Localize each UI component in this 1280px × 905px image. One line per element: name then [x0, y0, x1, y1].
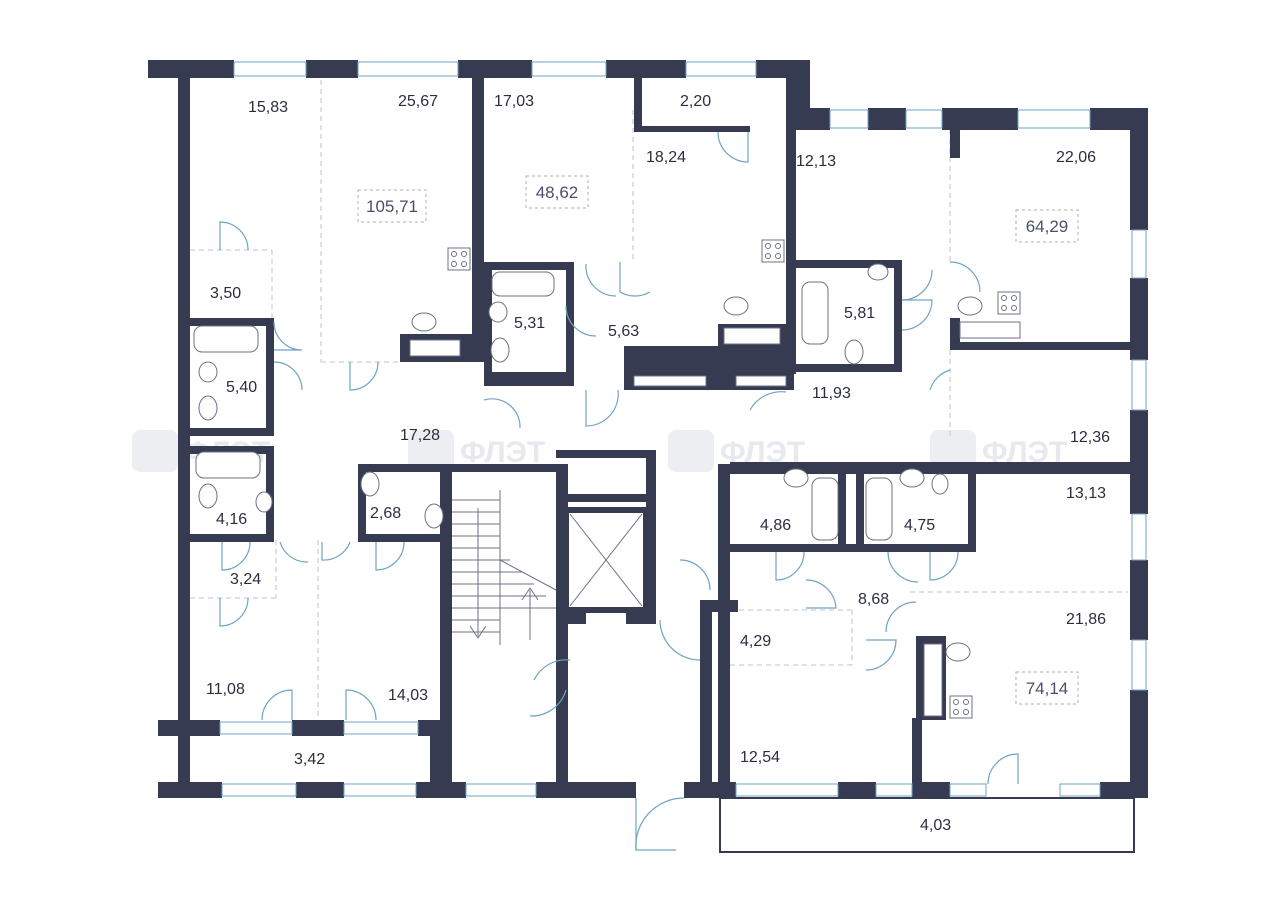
room-area-label: 17,03 — [494, 93, 534, 110]
room-area-label: 12,13 — [796, 153, 836, 170]
fixtures — [193, 239, 1021, 719]
elevator-icon — [563, 507, 649, 613]
room-area-label: 4,29 — [740, 633, 771, 650]
room-area-label: 3,42 — [294, 751, 325, 768]
room-area-label: 4,03 — [920, 817, 951, 834]
staircase-icon — [452, 490, 557, 645]
bathtub-icon — [195, 451, 261, 479]
apartment-totals: 105,71 48,62 64,29 74,14 — [357, 175, 1079, 705]
bathtub-icon — [491, 271, 555, 297]
apartment-total-area: 105,71 — [366, 197, 418, 216]
room-area-label: 17,28 — [400, 427, 440, 444]
apartment-total-area: 74,14 — [1026, 679, 1069, 698]
room-area-label: 25,67 — [398, 93, 438, 110]
room-area-label: 4,75 — [904, 517, 935, 534]
room-area-label: 13,13 — [1066, 485, 1106, 502]
room-area-label: 22,06 — [1056, 149, 1096, 166]
room-area-label: 18,24 — [646, 149, 686, 166]
room-area-label: 21,86 — [1066, 611, 1106, 628]
windows — [219, 61, 1147, 797]
room-area-label: 12,54 — [740, 749, 780, 766]
room-labels: 15,83 25,67 17,03 2,20 18,24 12,13 22,06… — [206, 93, 1110, 834]
walls — [148, 60, 1148, 853]
room-area-label: 11,93 — [812, 385, 851, 402]
flat-logo-icon — [132, 430, 976, 472]
room-area-label: 5,63 — [608, 323, 639, 340]
bathtub-icon — [811, 477, 839, 541]
room-area-label: 11,08 — [206, 681, 245, 698]
room-area-label: 14,03 — [388, 687, 428, 704]
room-area-label: 5,81 — [844, 305, 875, 322]
room-area-label: 5,31 — [514, 315, 545, 332]
sink-icon — [198, 263, 949, 513]
bathtub-icon — [801, 281, 829, 345]
stove-icon — [447, 239, 1021, 719]
room-area-label: 8,68 — [858, 591, 889, 608]
room-area-label: 3,24 — [230, 571, 261, 588]
apartment-total-area: 48,62 — [536, 183, 579, 202]
room-area-label: 4,16 — [216, 511, 247, 528]
room-area-label: 2,68 — [370, 505, 401, 522]
doors — [219, 131, 1019, 851]
apartment-total-area: 64,29 — [1026, 217, 1069, 236]
room-area-label: 4,86 — [760, 517, 791, 534]
room-area-label: 2,20 — [680, 93, 711, 110]
bathtub-icon — [865, 477, 893, 541]
partition-lines — [190, 80, 1128, 720]
room-area-label: 3,50 — [210, 285, 241, 302]
bathtub-icon — [193, 325, 259, 353]
room-area-label: 5,40 — [226, 379, 257, 396]
watermark-text: ФЛЭТ — [460, 436, 545, 469]
toilet-icon — [198, 296, 983, 662]
room-area-label: 12,36 — [1070, 429, 1110, 446]
room-area-label: 15,83 — [248, 99, 288, 116]
